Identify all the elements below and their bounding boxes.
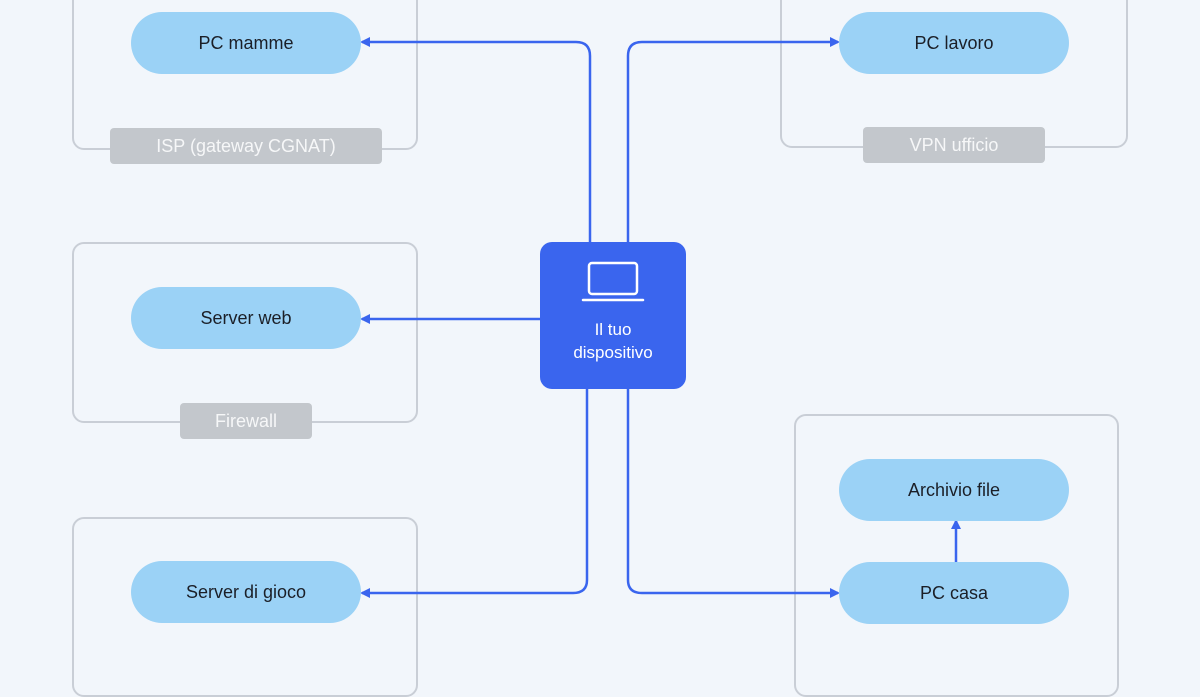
group-tag-vpn: VPN ufficio	[863, 127, 1045, 163]
connector-pc-casa	[626, 389, 840, 598]
node-server-gioco: Server di gioco	[131, 561, 361, 623]
connector-server-gioco	[360, 389, 589, 598]
group-tag-isp: ISP (gateway CGNAT)	[110, 128, 382, 164]
group-tag-firewall: Firewall	[180, 403, 312, 439]
node-pc-lavoro: PC lavoro	[839, 12, 1069, 74]
device-label: Il tuo dispositivo	[573, 320, 653, 362]
node-server-web: Server web	[131, 287, 361, 349]
node-archivio-file: Archivio file	[839, 459, 1069, 521]
node-pc-mamme: PC mamme	[131, 12, 361, 74]
connector-pc-mamme	[360, 37, 592, 242]
connector-pc-lavoro	[626, 37, 840, 242]
device-node: Il tuo dispositivo	[540, 242, 686, 389]
node-pc-casa: PC casa	[839, 562, 1069, 624]
connector-lines	[360, 37, 961, 598]
laptop-icon	[581, 261, 645, 302]
